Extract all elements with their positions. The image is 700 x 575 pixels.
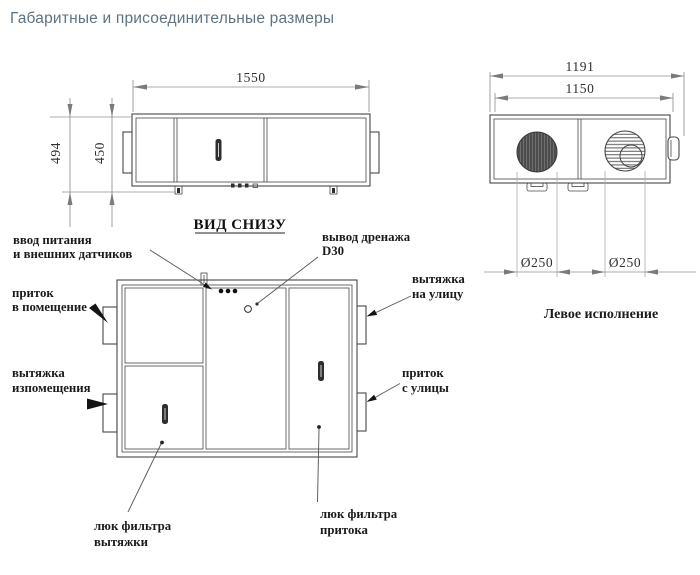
supply-to-room-arrow bbox=[89, 303, 108, 323]
page-title: Габаритные и присоединительные размеры bbox=[10, 10, 334, 27]
label-exhaust-filter-line1: люк фильтра bbox=[94, 519, 172, 533]
bottom-view-title: ВИД СНИЗУ bbox=[194, 217, 287, 233]
label-power-input-line1: ввод питания bbox=[13, 233, 92, 247]
side-casing-inner bbox=[493, 118, 667, 180]
label-supply-to-room-line1: приток bbox=[12, 286, 54, 300]
label-supply-filter-line1: люк фильтра bbox=[320, 507, 398, 521]
callout-exhaust-to-street: вытяжка на улицу bbox=[366, 272, 465, 317]
callout-supply-from-street: приток с улицы bbox=[366, 366, 449, 402]
supply-filter-leader-dot bbox=[317, 425, 321, 429]
label-exhaust-from-room-line1: вытяжка bbox=[12, 366, 65, 380]
side-dim-overall: 1191 bbox=[489, 59, 685, 136]
front-dim-heights: 494 450 bbox=[48, 98, 176, 227]
side-dim-duct-supply-value: Ø250 bbox=[609, 255, 641, 270]
front-dim-width-value: 1550 bbox=[236, 70, 265, 85]
callout-supply-filter-hatch: люк фильтра притока bbox=[317, 425, 398, 537]
side-dim-overall-value: 1191 bbox=[566, 59, 595, 74]
exhaust-filter-leader-dot bbox=[160, 440, 164, 445]
label-power-input-line2: и внешних датчиков bbox=[13, 247, 132, 261]
bottom-casing-inner bbox=[121, 284, 353, 453]
side-duct-supply bbox=[604, 130, 646, 172]
label-exhaust-filter-line2: вытяжки bbox=[94, 535, 149, 549]
front-casing-inner bbox=[135, 117, 367, 183]
callout-exhaust-filter-hatch: люк фильтра вытяжки bbox=[94, 440, 172, 549]
label-supply-from-street-line1: приток bbox=[402, 366, 444, 380]
power-entry-dots bbox=[218, 288, 238, 294]
bottom-left-bottom-flange bbox=[102, 393, 118, 433]
bottom-panel-left-bottom bbox=[124, 365, 204, 450]
label-exhaust-to-street-line2: на улицу bbox=[412, 287, 464, 301]
label-exhaust-to-street-line1: вытяжка bbox=[412, 272, 465, 286]
label-drain-line2: D30 bbox=[322, 244, 344, 258]
front-dim-height-body-value: 450 bbox=[92, 142, 107, 164]
callout-supply-to-room: приток в помещение bbox=[12, 286, 108, 323]
cable-gland bbox=[200, 272, 208, 286]
side-view-caption: Левое исполнение bbox=[544, 307, 658, 322]
callout-drain-outlet: вывод дренажа D30 bbox=[255, 230, 411, 306]
side-dim-body-value: 1150 bbox=[566, 81, 595, 96]
side-latch bbox=[667, 136, 680, 161]
drain-outlet bbox=[244, 305, 252, 313]
side-dim-body: 1150 bbox=[494, 81, 674, 112]
front-view: 1550 494 450 bbox=[48, 70, 380, 227]
callout-power-input: ввод питания и внешних датчиков bbox=[13, 233, 212, 290]
front-bottom-fittings bbox=[231, 183, 258, 188]
bottom-panel-middle bbox=[205, 287, 287, 450]
exhaust-from-room-arrow bbox=[87, 398, 108, 410]
side-duct-exhaust bbox=[516, 131, 558, 173]
bottom-left-top-flange bbox=[102, 306, 118, 345]
bottom-view: ВИД СНИЗУ ввод питания bbox=[12, 217, 465, 549]
label-drain-line1: вывод дренажа bbox=[322, 230, 411, 244]
front-casing bbox=[131, 113, 371, 187]
power-input-leader-arrow bbox=[202, 282, 212, 290]
front-dim-width: 1550 bbox=[132, 70, 370, 112]
supply-from-street-arrow bbox=[366, 394, 377, 402]
drain-leader-dot bbox=[255, 302, 259, 306]
label-supply-from-street-line2: с улицы bbox=[402, 381, 449, 395]
label-supply-filter-line2: притока bbox=[320, 523, 369, 537]
front-dim-height-overall-value: 494 bbox=[48, 142, 63, 164]
side-dim-duct-exhaust-value: Ø250 bbox=[521, 255, 553, 270]
side-duct-supply-hub bbox=[619, 144, 643, 168]
label-supply-to-room-line2: в помещение bbox=[12, 300, 87, 314]
side-view: 1191 1150 Ø250 Ø250 Левое исполнение bbox=[484, 59, 696, 322]
bottom-panel-left-top bbox=[124, 287, 204, 364]
callout-exhaust-from-room: вытяжка изпомещения bbox=[12, 366, 108, 410]
front-feet bbox=[174, 185, 338, 195]
label-exhaust-from-room-line2: изпомещения bbox=[12, 381, 91, 395]
side-dim-ducts: Ø250 Ø250 bbox=[484, 171, 696, 277]
side-feet bbox=[526, 182, 589, 192]
exhaust-to-street-arrow bbox=[366, 309, 378, 317]
bottom-casing bbox=[116, 279, 358, 458]
